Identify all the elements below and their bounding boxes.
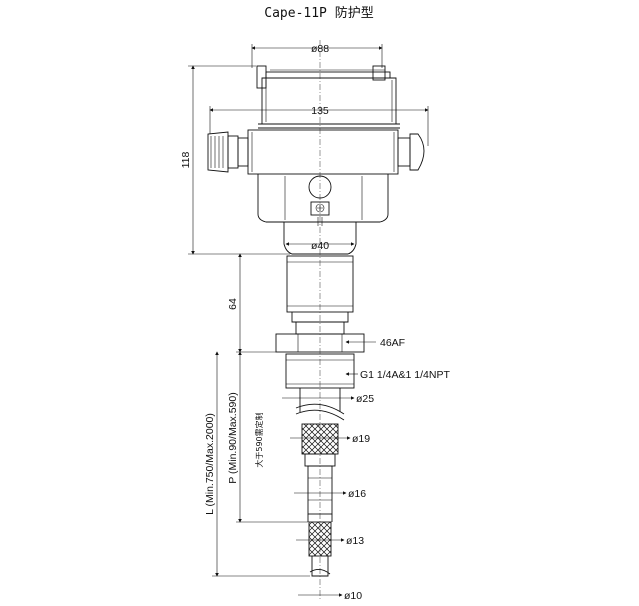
dim-118: 118	[180, 151, 192, 168]
drawing-title: Cape-11P 防护型	[264, 5, 373, 21]
dimension-lines	[188, 44, 429, 597]
dim-P: P (Min.90/Max.590)	[227, 392, 239, 483]
dim-135: 135	[311, 105, 329, 117]
dim-d10: ø10	[344, 590, 362, 602]
dim-64: 64	[227, 298, 239, 310]
housing	[207, 65, 425, 255]
dim-46af: 46AF	[380, 337, 405, 349]
dim-d25: ø25	[356, 393, 374, 405]
dim-L: L (Min.750/Max.2000)	[204, 413, 216, 515]
dim-thread: G1 1/4A&1 1/4NPT	[360, 369, 450, 381]
dim-d16: ø16	[348, 488, 366, 500]
dim-d13: ø13	[346, 535, 364, 547]
dim-d40: ø40	[311, 240, 329, 252]
dim-d88: ø88	[311, 43, 329, 55]
dim-P-note: 大于590需定制	[254, 412, 264, 467]
dim-d19: ø19	[352, 433, 370, 445]
